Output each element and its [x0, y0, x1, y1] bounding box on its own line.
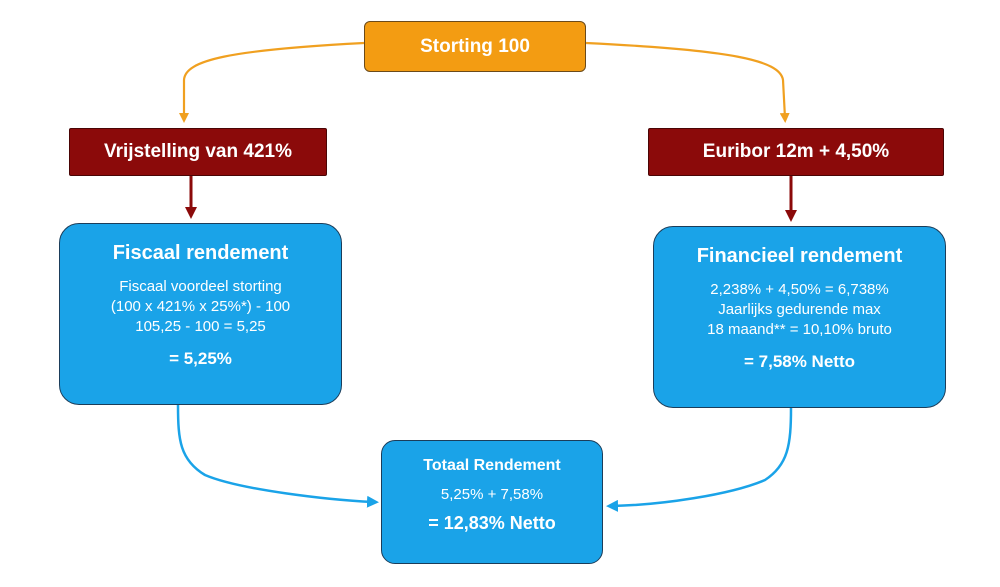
totaal-result: = 12,83% Netto — [428, 513, 556, 533]
fiscaal-result: = 5,25% — [169, 349, 232, 368]
euribor-header: Euribor 12m + 4,50% — [648, 128, 944, 176]
fiscaal-line-1: Fiscaal voordeel storting — [119, 278, 282, 295]
fiscaal-title: Fiscaal rendement — [112, 242, 289, 264]
arrow-top-to-left — [179, 41, 365, 123]
vrijstelling-label: Vrijstelling van 421% — [104, 141, 292, 162]
totaal-title: Totaal Rendement — [423, 457, 561, 474]
financieel-rendement-box: Financieel rendement 2,238% + 4,50% = 6,… — [653, 226, 946, 408]
totaal-rendement-box: Totaal Rendement 5,25% + 7,58% = 12,83% … — [381, 440, 603, 564]
financieel-line-1: 2,238% + 4,50% = 6,738% — [710, 281, 889, 298]
storting-label: Storting 100 — [420, 35, 530, 57]
financieel-result: = 7,58% Netto — [743, 352, 855, 371]
fiscaal-line-2: (100 x 421% x 25%*) - 100 — [110, 298, 291, 315]
financieel-line-2: Jaarlijks gedurende max — [718, 301, 881, 318]
vrijstelling-header: Vrijstelling van 421% — [69, 128, 327, 176]
fiscaal-line-3: 105,25 - 100 = 5,25 — [135, 318, 266, 335]
fiscaal-rendement-box: Fiscaal rendement Fiscaal voordeel stort… — [59, 223, 342, 405]
arrow-right-box-to-total — [606, 407, 793, 512]
arrow-left-box-to-total — [176, 404, 379, 508]
financieel-line-3: 18 maand** = 10,10% bruto — [707, 321, 892, 338]
totaal-line: 5,25% + 7,58% — [440, 486, 544, 503]
financieel-title: Financieel rendement — [696, 245, 903, 267]
euribor-label: Euribor 12m + 4,50% — [702, 141, 890, 162]
storting-box: Storting 100 — [364, 21, 586, 72]
arrow-top-to-right — [585, 41, 790, 123]
